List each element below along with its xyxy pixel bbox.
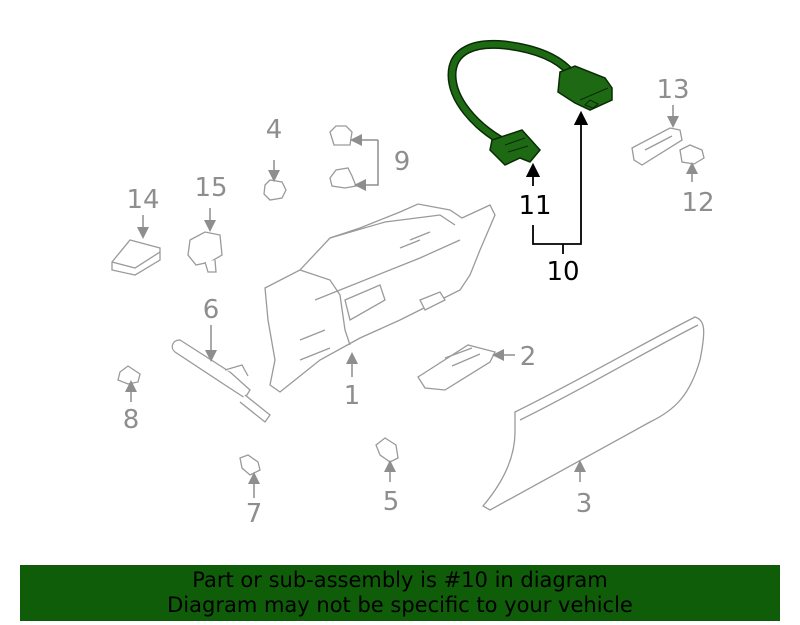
callout-1: 1 [344, 381, 361, 411]
callout-4: 4 [266, 115, 283, 145]
part-11-connector[interactable] [489, 129, 541, 166]
part-15-latch[interactable] [187, 231, 223, 273]
callout-labels: 1 2 3 4 5 6 7 8 9 10 11 12 13 14 15 [123, 75, 715, 529]
callout-8: 8 [123, 405, 140, 435]
part-12-push-pin[interactable] [679, 144, 705, 165]
callout-7: 7 [246, 499, 263, 529]
part-6-damper[interactable] [171, 339, 271, 423]
callout-15: 15 [194, 173, 227, 203]
usb-port-module[interactable] [557, 65, 613, 111]
part-9-fasteners[interactable] [329, 125, 357, 189]
part-10-usb-cable-assembly[interactable] [447, 39, 613, 166]
callout-6: 6 [203, 295, 220, 325]
part-2-tray[interactable] [417, 344, 496, 391]
callout-14: 14 [126, 185, 159, 215]
info-banner: Part or sub-assembly is #10 in diagram D… [20, 565, 780, 621]
callout-13: 13 [656, 75, 689, 105]
part-1-glove-box-housing[interactable] [264, 203, 496, 393]
callout-3: 3 [576, 489, 593, 519]
part-7-clip[interactable] [239, 454, 261, 476]
callout-5: 5 [383, 487, 400, 517]
part-13-trim-cover[interactable] [631, 127, 683, 166]
part-5-clip[interactable] [375, 437, 399, 463]
part-3-glove-box-door[interactable] [481, 316, 705, 511]
callout-10: 10 [546, 257, 579, 287]
parts-diagram: 1 2 3 4 5 6 7 8 9 10 11 12 13 14 15 [111, 39, 715, 529]
callout-2: 2 [520, 342, 537, 372]
leader-lines-highlight [525, 110, 589, 254]
banner-line-1: Part or sub-assembly is #10 in diagram [192, 568, 608, 592]
part-14-bracket[interactable] [111, 239, 161, 276]
leader-lines [125, 105, 698, 498]
callout-12: 12 [681, 188, 714, 218]
callout-9: 9 [394, 147, 411, 177]
part-4-bumper[interactable] [263, 179, 287, 201]
callout-11: 11 [518, 191, 551, 221]
part-8-clip[interactable] [117, 365, 141, 385]
banner-line-2: Diagram may not be specific to your vehi… [167, 593, 633, 617]
